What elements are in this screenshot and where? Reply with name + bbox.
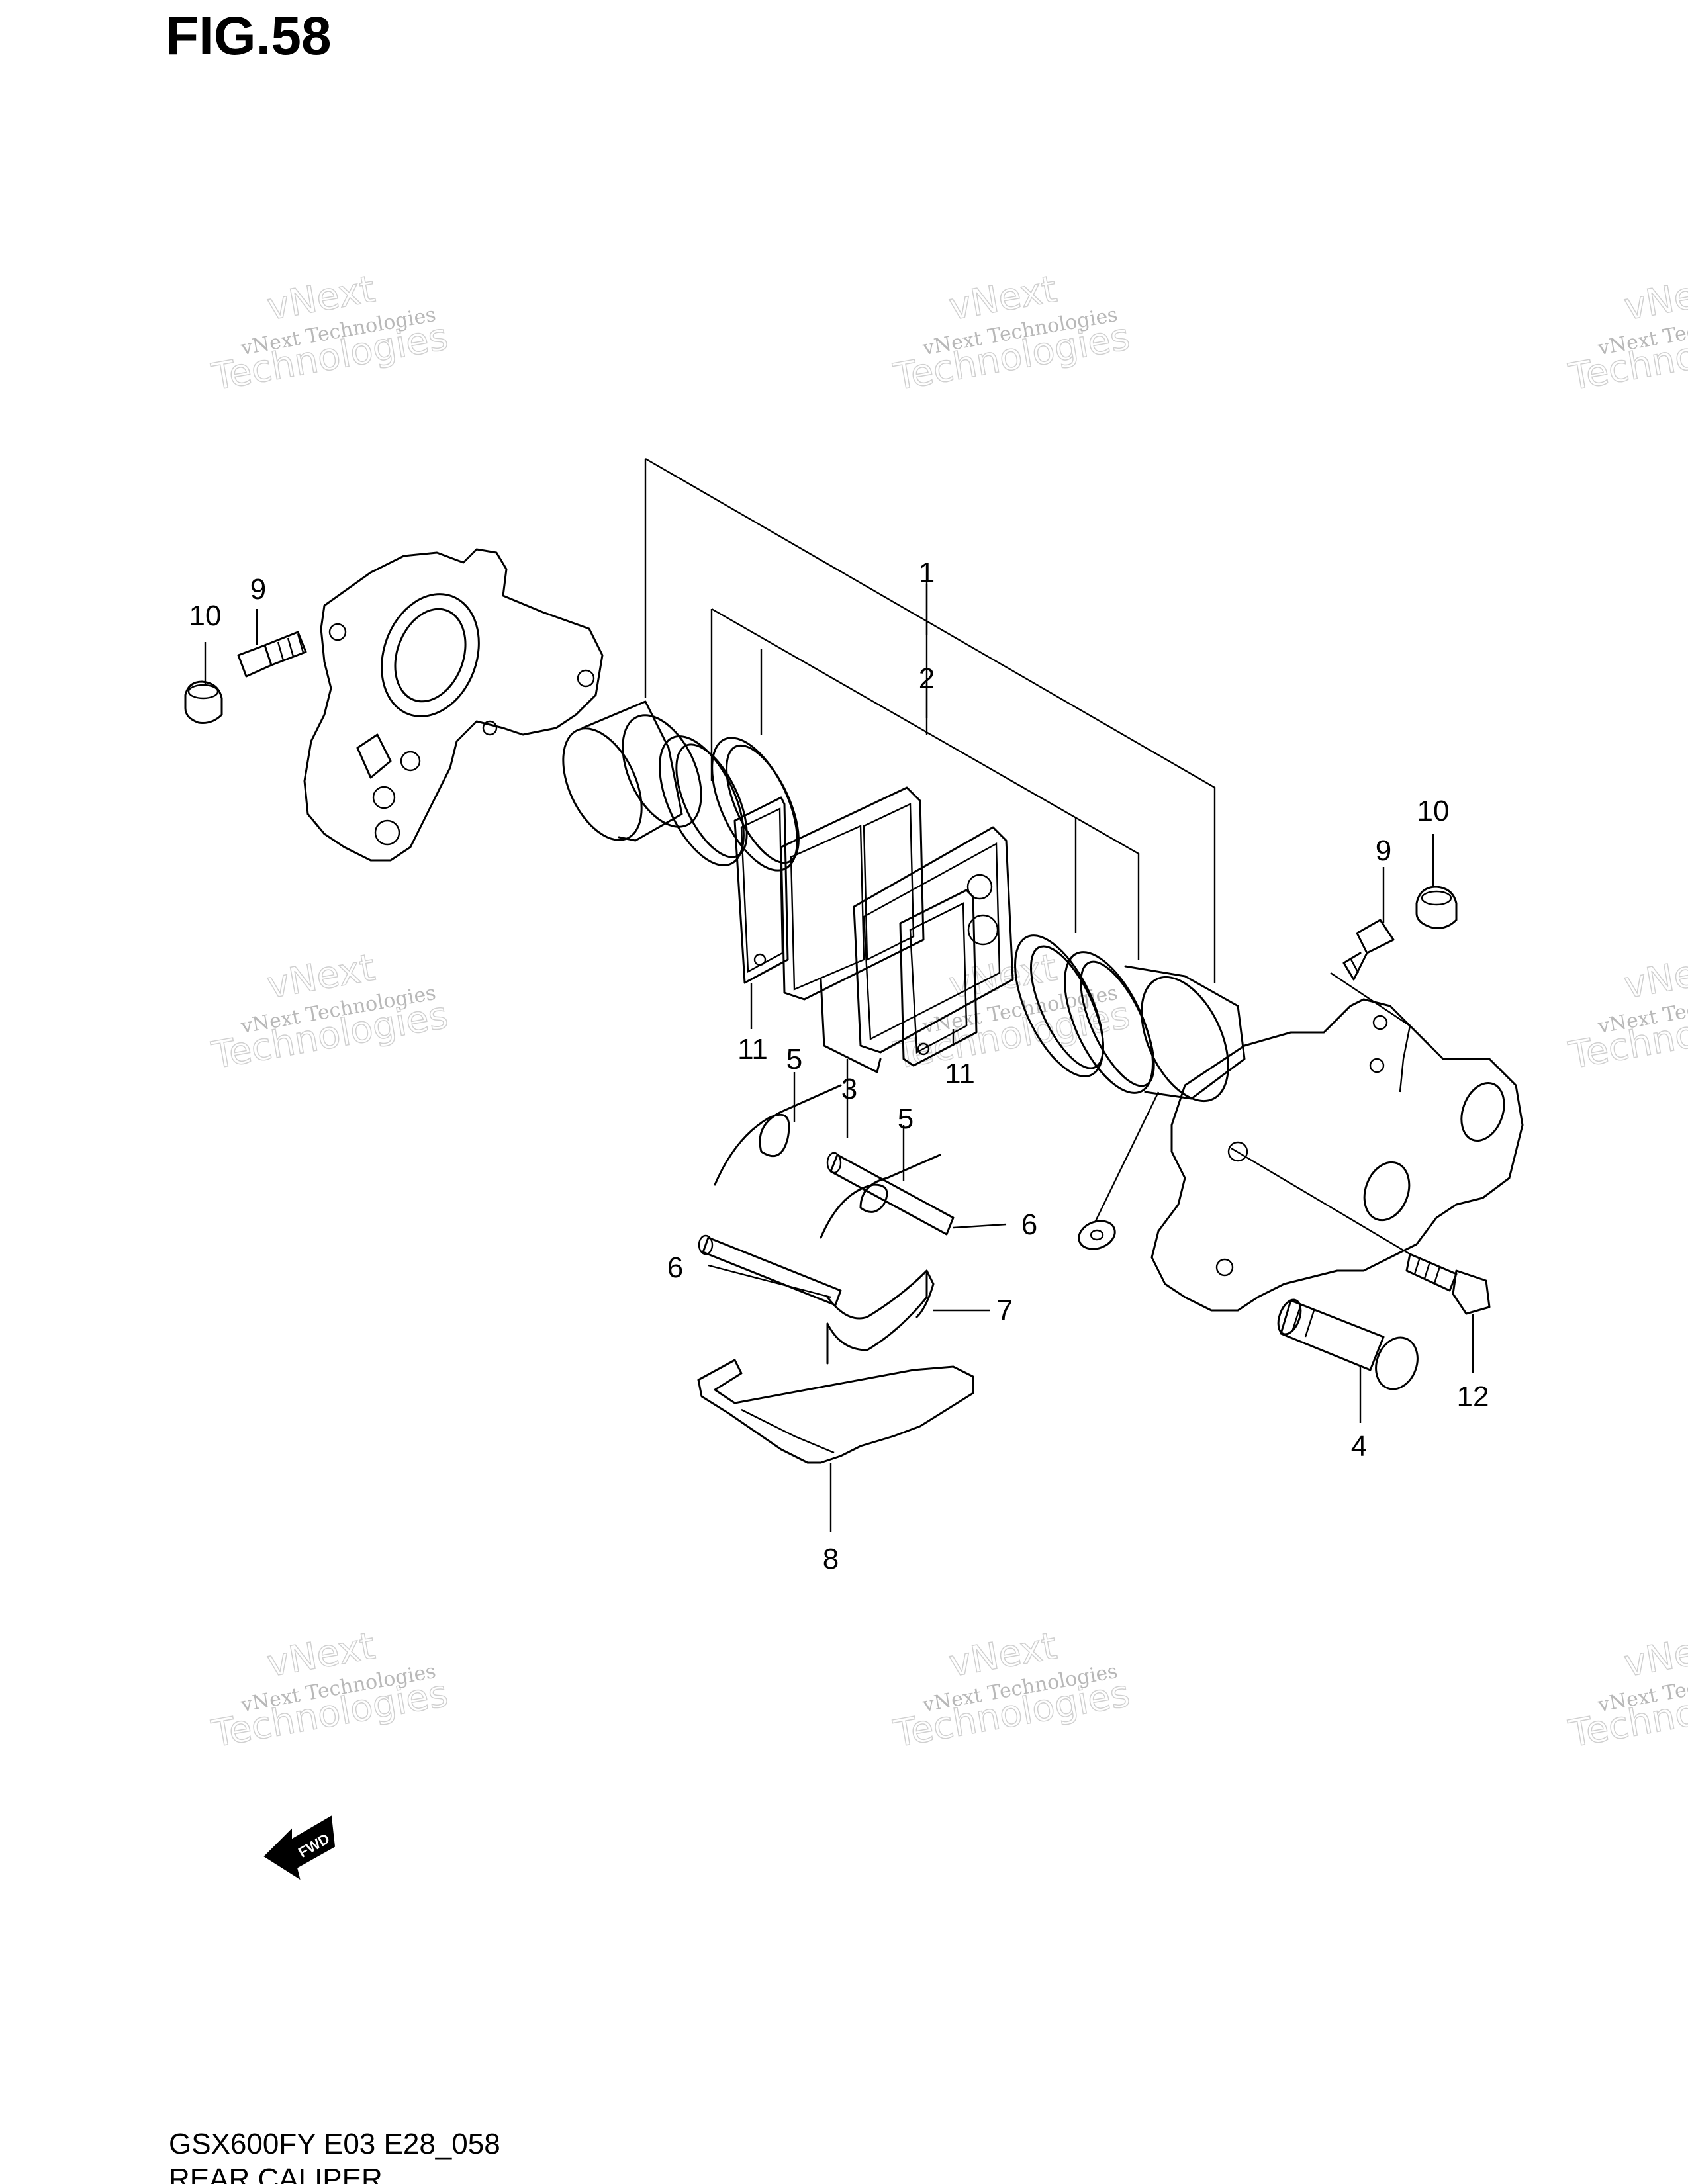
- spring-clip-5-right: [820, 1154, 941, 1239]
- callout-7: 7: [997, 1295, 1013, 1327]
- spring-clip-5-left: [714, 1084, 842, 1186]
- callout-3: 3: [841, 1073, 857, 1105]
- callout-11-left: 11: [737, 1033, 768, 1066]
- pad-shim-right: [899, 889, 978, 1067]
- piston-right: [1014, 934, 1246, 1103]
- kit-bracket-lines: [644, 457, 1216, 983]
- callout-10-right: 10: [1417, 795, 1450, 827]
- model-code: GSX600FY E03 E28_058: [169, 2128, 500, 2160]
- right-caliper-body: [1150, 998, 1524, 1312]
- callout-11-right: 11: [945, 1058, 975, 1090]
- bleeder-cap-left: [184, 680, 223, 724]
- callout-5-left: 5: [786, 1043, 802, 1075]
- piston-left: [562, 700, 800, 872]
- leader-lines: [204, 584, 1474, 1532]
- left-caliper-body: [303, 548, 604, 862]
- washer: [1078, 1220, 1116, 1250]
- callout-8: 8: [823, 1543, 839, 1575]
- callout-12: 12: [1457, 1381, 1489, 1413]
- callout-1: 1: [919, 557, 935, 589]
- callout-6-right: 6: [1021, 1208, 1037, 1241]
- callout-2: 2: [919, 662, 935, 695]
- callout-5-right: 5: [898, 1103, 914, 1135]
- brake-pad-rear: [853, 826, 1014, 1054]
- bleeder-valve-left: [237, 631, 307, 678]
- callout-10-left: 10: [189, 600, 222, 632]
- callout-6-left: 6: [667, 1251, 683, 1284]
- fwd-arrow-icon: FWD: [263, 1815, 336, 1880]
- watermark-brand: vNext: [1621, 946, 1688, 1007]
- figure-title: FIG.58: [165, 6, 332, 66]
- pad-shim-left: [733, 796, 789, 984]
- watermark-brand: vNext: [1621, 1625, 1688, 1686]
- bleeder-cap-right: [1415, 886, 1458, 929]
- callout-9-right: 9: [1376, 835, 1391, 867]
- slide-pin-4: [1277, 1298, 1419, 1390]
- watermark-brand: vNext: [1621, 268, 1688, 329]
- callout-9-left: 9: [250, 573, 266, 606]
- bleeder-valve-right: [1342, 919, 1395, 981]
- callout-4: 4: [1351, 1430, 1367, 1463]
- mounting-bolt-12: [1405, 1253, 1491, 1315]
- caliper-guard-8: [697, 1359, 974, 1464]
- pad-spring-7: [826, 1269, 935, 1365]
- callout-labels: 1 2 3 4 5 5 6 6 7 8 9 9 10 10 11 11 12: [189, 557, 1489, 1575]
- pad-pin-6-upper: [826, 1152, 955, 1236]
- section-name: REAR CALIPER: [169, 2163, 383, 2184]
